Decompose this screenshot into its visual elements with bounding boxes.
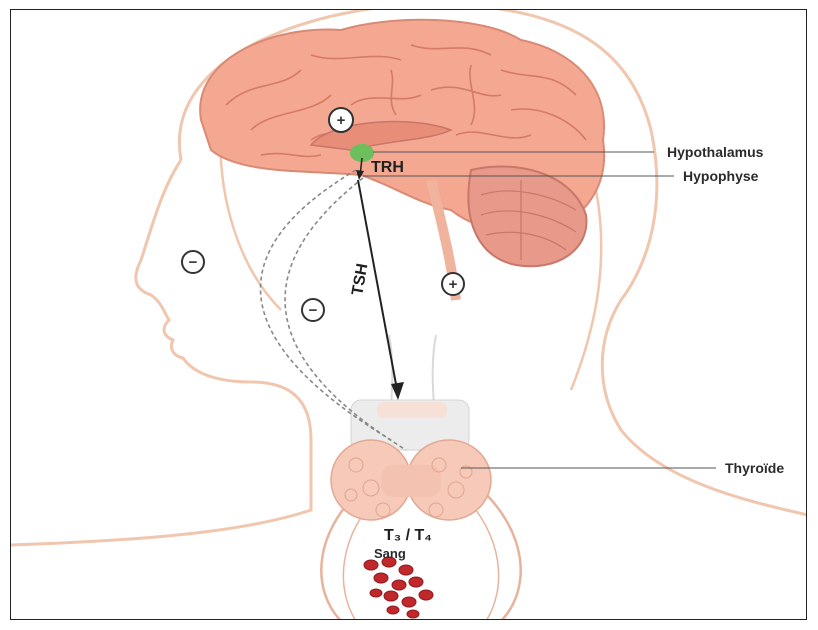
sang-label: Sang: [374, 546, 406, 561]
hpt-axis-diagram: + + − − TR: [11, 10, 807, 620]
minus-sign-path: −: [302, 299, 324, 321]
minus-sign-face: −: [182, 251, 204, 273]
svg-text:−: −: [189, 254, 198, 271]
svg-text:+: +: [337, 112, 346, 129]
tsh-label: TSH: [349, 262, 371, 296]
plus-sign-brain: +: [329, 108, 353, 132]
svg-text:−: −: [309, 302, 318, 319]
thyroide-label: Thyroïde: [725, 460, 784, 476]
thyroid-gland: [331, 440, 491, 520]
t3-t4-label: T₃ / T₄: [384, 527, 432, 544]
trachea: [351, 335, 469, 450]
hypothalamus-label: Hypothalamus: [667, 144, 764, 160]
diagram-frame: + + − − TR: [10, 9, 807, 620]
plus-sign-cerebellum: +: [442, 273, 464, 295]
trh-label: TRH: [371, 159, 404, 176]
blood-cells: [364, 557, 433, 618]
svg-text:+: +: [449, 276, 458, 293]
hypophyse-label: Hypophyse: [683, 168, 759, 184]
